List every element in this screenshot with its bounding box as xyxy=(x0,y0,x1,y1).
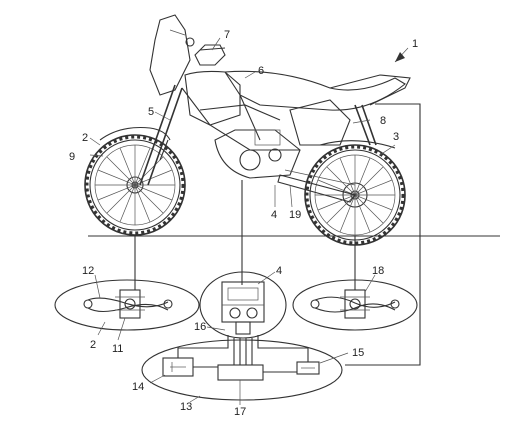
label-6: 6 xyxy=(258,65,264,77)
label-2: 2 xyxy=(82,132,88,144)
label-15: 15 xyxy=(352,347,364,359)
reference-labels: 1 2 3 4 5 6 7 8 9 19 12 2 11 4 16 18 15 … xyxy=(69,29,418,418)
front-fork xyxy=(139,84,183,186)
fuel-tank xyxy=(184,70,241,126)
label-17: 17 xyxy=(234,406,246,418)
label-7: 7 xyxy=(224,29,230,41)
front-fender xyxy=(99,126,171,141)
connection-lines xyxy=(134,103,421,366)
label-4-module: 4 xyxy=(276,265,282,277)
seat xyxy=(224,70,406,111)
engine xyxy=(214,129,301,179)
front-fairing xyxy=(149,14,191,96)
rear-shock xyxy=(289,99,377,146)
front-wheel-module xyxy=(54,279,200,331)
front-wheel xyxy=(84,134,186,236)
arrow-icon xyxy=(395,52,405,62)
tail-section xyxy=(329,74,411,106)
motorcycle xyxy=(84,14,411,246)
label-12: 12 xyxy=(82,265,94,277)
rear-wheel-module xyxy=(292,279,418,331)
label-5: 5 xyxy=(148,106,154,118)
rear-fender xyxy=(319,140,396,149)
label-18: 18 xyxy=(372,265,384,277)
label-8: 8 xyxy=(380,115,386,127)
label-4: 4 xyxy=(271,209,277,221)
label-13: 13 xyxy=(180,401,192,413)
label-16: 16 xyxy=(194,321,206,333)
leader-lines xyxy=(89,37,409,405)
label-9: 9 xyxy=(69,151,75,163)
label-1: 1 xyxy=(412,38,418,50)
swing-arm xyxy=(277,174,356,203)
label-19: 19 xyxy=(289,209,301,221)
label-11: 11 xyxy=(112,343,123,355)
dashboard xyxy=(194,44,226,66)
engine-module xyxy=(199,271,287,339)
frame xyxy=(181,87,300,151)
label-14: 14 xyxy=(132,381,144,393)
control-module xyxy=(141,335,343,401)
label-2-module: 2 xyxy=(90,339,96,351)
label-3: 3 xyxy=(393,131,399,143)
